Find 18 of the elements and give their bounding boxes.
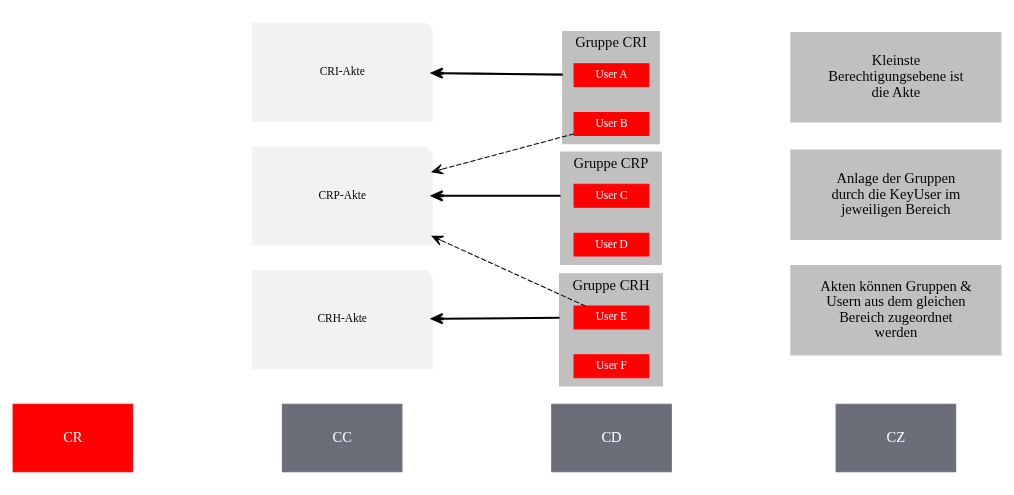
- arrow: [431, 133, 575, 175]
- node-box: User E: [573, 305, 650, 330]
- node-box: CZ: [835, 403, 957, 473]
- node-box: User B: [573, 112, 650, 136]
- arrow: [431, 313, 560, 325]
- node-box: User C: [573, 183, 650, 208]
- node-box: User D: [573, 232, 650, 257]
- node-box: Kleinste Berechtigungsebene ist die Akte: [790, 32, 1002, 123]
- node-box: User A: [573, 63, 650, 88]
- arrow: [431, 67, 563, 79]
- node-box: CD: [551, 403, 672, 473]
- node-box: Anlage der Gruppen durch die KeyUser im jeweiligen Bereich: [790, 149, 1002, 240]
- arrow: [431, 235, 586, 307]
- arrow: [431, 190, 561, 202]
- node-box: CR: [12, 403, 134, 473]
- node-box: User F: [573, 354, 650, 379]
- node-box: Akten können Gruppen & Usern aus dem gleichen Bereich zugeordnet werden: [790, 264, 1002, 356]
- node-box: CC: [281, 403, 403, 473]
